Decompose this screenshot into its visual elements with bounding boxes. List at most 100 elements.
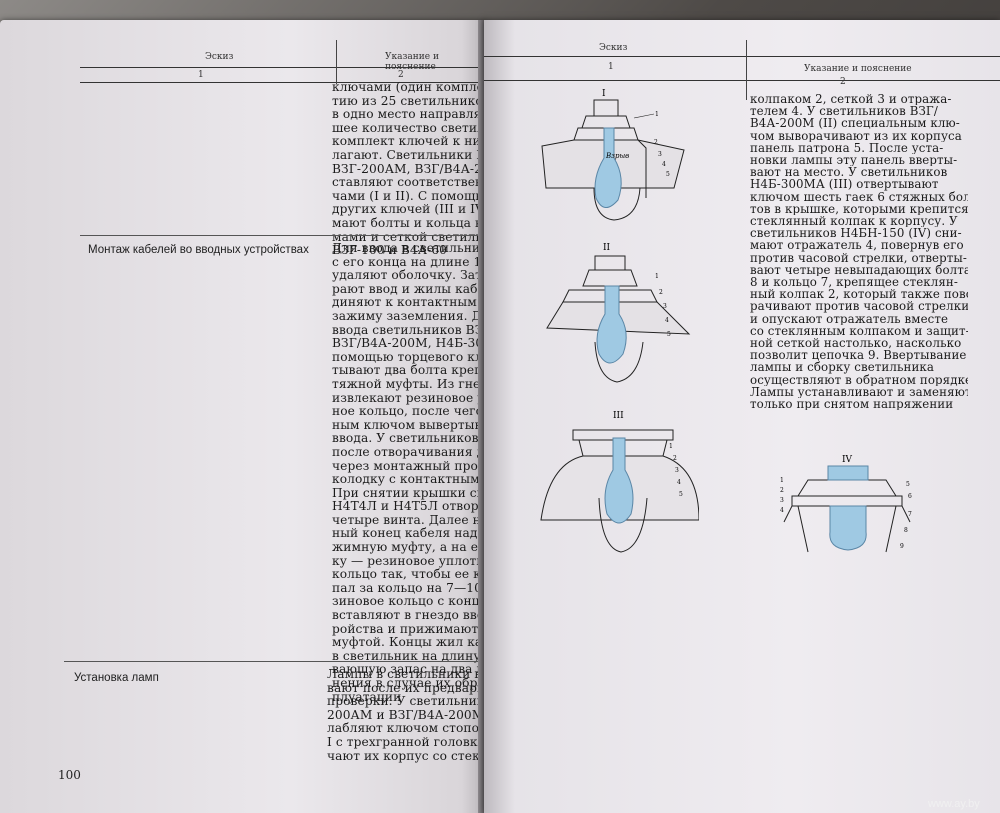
svg-text:1: 1 bbox=[655, 273, 659, 280]
section-title-lamps: Установка ламп bbox=[74, 672, 159, 684]
text-line: I с трехгранной головкой и bbox=[327, 735, 486, 749]
text-line: после отворачивания двух винтов bbox=[332, 445, 486, 459]
text-line: ройства и прижимают нажимной bbox=[332, 622, 486, 636]
section-divider-1 bbox=[80, 235, 486, 236]
text-line: с его конца на длине 100—120 bbox=[332, 255, 486, 269]
text-line: осуществляют в обратном порядке. bbox=[750, 373, 968, 386]
text-line: тов в крышке, которыми крепится bbox=[750, 202, 968, 216]
svg-text:4: 4 bbox=[780, 507, 784, 514]
text-line: тию из 25 светильников) bbox=[332, 94, 486, 108]
text-line: рают ввод и жилы кабеля при bbox=[332, 282, 486, 296]
svg-text:1: 1 bbox=[669, 443, 673, 450]
text-line: вают после их предварительной bbox=[327, 681, 486, 695]
text-line: чом выворачивают из их корпуса bbox=[750, 129, 962, 142]
text-line: зажиму заземления. Для разбор bbox=[332, 309, 486, 323]
text-line: ключами (один комплект на bbox=[332, 81, 486, 94]
text-line: Н4Б-300МА (III) отвертывают bbox=[750, 178, 939, 191]
text-line: диняют к контактным зажимам bbox=[332, 296, 486, 310]
right-header-col2: Указание и пояснение bbox=[804, 64, 912, 74]
text-line: лагают. Светильники Н4Б-300 bbox=[332, 148, 486, 162]
text-line: и опускают отражатель вместе bbox=[750, 312, 949, 325]
text-line: через монтажный проем вынимают bbox=[332, 459, 486, 473]
text-line: При снятии крышки светильников bbox=[332, 486, 486, 500]
figure-2-luminaire: II 1 2 3 4 5 bbox=[539, 242, 699, 392]
right-header-col2-num: 2 bbox=[840, 77, 846, 87]
text-line: чами (I и II). С помощью bbox=[332, 189, 486, 203]
svg-text:2: 2 bbox=[780, 487, 784, 494]
text-line: позволит цепочка 9. Ввертывание bbox=[750, 349, 967, 362]
text-line: ВЗГ-200АМ, ВЗГ/В4А-200М bbox=[332, 162, 486, 176]
text-line: ным ключом вывертывают крышку bbox=[332, 418, 486, 432]
svg-text:4: 4 bbox=[662, 161, 666, 168]
text-line: плуатации bbox=[332, 690, 402, 704]
svg-text:5: 5 bbox=[679, 491, 683, 498]
text-line: стеклянный колпак к корпусу. У bbox=[750, 215, 958, 228]
left-header-col2: Указание и пояснение bbox=[385, 52, 439, 72]
text-line: Лампы устанавливают и заменяют bbox=[750, 385, 968, 399]
right-page: Эскиз Указание и пояснение 1 2 I Взрыв 1… bbox=[484, 20, 1000, 813]
left-header-rule bbox=[80, 67, 486, 68]
text-line: ввода светильников ВЗГ-200 bbox=[332, 323, 486, 337]
svg-text:2: 2 bbox=[654, 139, 658, 146]
text-line: тывают два болта крепления bbox=[332, 364, 486, 378]
svg-text:5: 5 bbox=[906, 481, 910, 488]
text-line: мами и сеткой светильники bbox=[332, 230, 486, 244]
svg-text:4: 4 bbox=[677, 479, 681, 486]
text-line: других ключей (III и IV) bbox=[332, 203, 486, 217]
text-line: проверки. У светильников ВЗГ- bbox=[327, 695, 486, 709]
right-header-rule bbox=[484, 56, 1000, 57]
left-column-divider bbox=[336, 40, 337, 84]
text-line: панель патрона 5. После уста- bbox=[750, 141, 944, 155]
text-line: мают болты и кольца к ним bbox=[332, 216, 486, 230]
text-line: Для ввода в светильник кабеля bbox=[332, 242, 486, 255]
svg-text:9: 9 bbox=[900, 543, 904, 550]
text-line: лабляют ключом стопорный винт bbox=[327, 722, 486, 736]
right-column-divider bbox=[746, 40, 747, 100]
text-line: вают четыре невыпадающих болта bbox=[750, 263, 968, 277]
svg-text:6: 6 bbox=[908, 493, 912, 500]
svg-text:5: 5 bbox=[667, 331, 671, 338]
figure-4-luminaire: IV 1 2 3 4 5 6 7 8 9 bbox=[778, 452, 918, 562]
text-line: пал за кольцо на 7—10 мм. bbox=[332, 581, 486, 595]
right-header-bottom-rule bbox=[484, 80, 1000, 81]
left-text-block-1: ключами (один комплект натию из 25 свети… bbox=[332, 81, 486, 258]
text-line: ставляют соответственно bbox=[332, 176, 486, 190]
text-line: вставляют в гнездо вводного уст bbox=[332, 609, 486, 623]
figure-1-luminaire: I Взрыв 1 2 3 4 5 bbox=[534, 88, 694, 228]
text-line: светильников Н4БН-150 (IV) сни- bbox=[750, 227, 962, 240]
text-line: В4А-200М (II) специальным клю- bbox=[750, 117, 960, 130]
text-line: Лампы в светильники ввер bbox=[327, 668, 486, 681]
svg-text:2: 2 bbox=[673, 455, 677, 462]
figure-1-roman: I bbox=[602, 89, 606, 99]
svg-text:3: 3 bbox=[663, 303, 667, 310]
text-line: кольцо так, чтобы ее край не bbox=[332, 568, 486, 582]
left-header-col1-num: 1 bbox=[198, 70, 204, 80]
text-line: ключом шесть гаек 6 стяжных бол- bbox=[750, 190, 968, 203]
svg-text:1: 1 bbox=[780, 477, 784, 484]
text-line: ввода. У светильников Н4БН bbox=[332, 432, 486, 446]
svg-text:3: 3 bbox=[675, 467, 679, 474]
right-header-col1-num: 1 bbox=[608, 62, 614, 72]
svg-text:5: 5 bbox=[666, 171, 670, 178]
text-line: муфтой. Концы жил кабеля вводят bbox=[332, 636, 486, 650]
text-line: новки лампы эту панель вверты- bbox=[750, 154, 958, 167]
text-line: шее количество светильни bbox=[332, 121, 486, 135]
text-line: ВЗГ/В4А-200М, Н4Б-300МА bbox=[332, 337, 486, 351]
text-line: 8 и кольцо 7, крепящее стеклян- bbox=[750, 276, 958, 289]
page-number: 100 bbox=[58, 768, 81, 782]
text-line: телем 4. У светильников ВЗГ/ bbox=[750, 105, 938, 118]
text-line: нения в случае их обрыва при экс bbox=[332, 677, 486, 690]
section-title-cable: Монтаж кабелей во вводных устройствах bbox=[88, 244, 309, 256]
text-line: против часовой стрелки, отверты- bbox=[750, 251, 967, 264]
text-line: мают отражатель 4, повернув его bbox=[750, 239, 964, 252]
text-line: вающую запас на два подсоеди bbox=[332, 663, 486, 677]
text-line: колпаком 2, сеткой 3 и отража- bbox=[750, 93, 952, 106]
text-line: тяжной муфты. Из гнезда вв bbox=[332, 377, 486, 391]
text-line: рачивают против часовой стрелки bbox=[750, 300, 968, 313]
svg-text:4: 4 bbox=[665, 317, 669, 324]
text-line: ВЗГ-100 и В4А-60 bbox=[332, 244, 448, 258]
left-header-col2-num: 2 bbox=[398, 70, 404, 80]
text-line: чают их корпус со стеклянным bbox=[327, 749, 486, 763]
watermark: www.ay.by bbox=[928, 798, 980, 810]
